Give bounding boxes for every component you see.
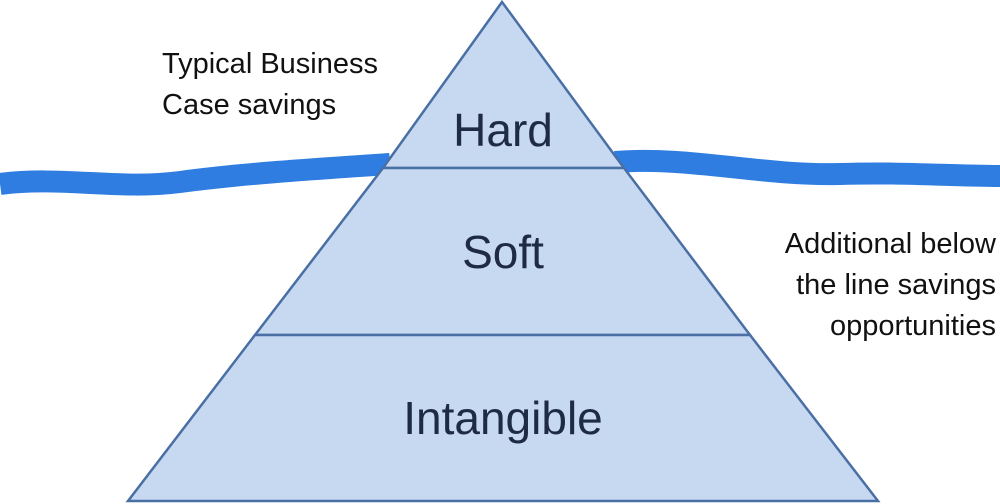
note-line: the line savings [796,269,996,301]
tier-label-soft: Soft [462,226,544,278]
note-additional-savings: Additional below the line savings opport… [785,224,996,347]
note-line: opportunities [829,310,996,342]
tier-label-intangible: Intangible [403,392,603,444]
note-line: Typical Business [162,48,378,80]
note-line: Additional below [784,228,996,260]
note-typical-savings: Typical Business Case savings [162,44,378,126]
note-line: Case savings [162,89,337,121]
water-line-left [0,153,391,196]
water-line-right [614,149,1000,187]
tier-intangible [125,333,881,503]
tier-label-hard: Hard [453,104,553,156]
